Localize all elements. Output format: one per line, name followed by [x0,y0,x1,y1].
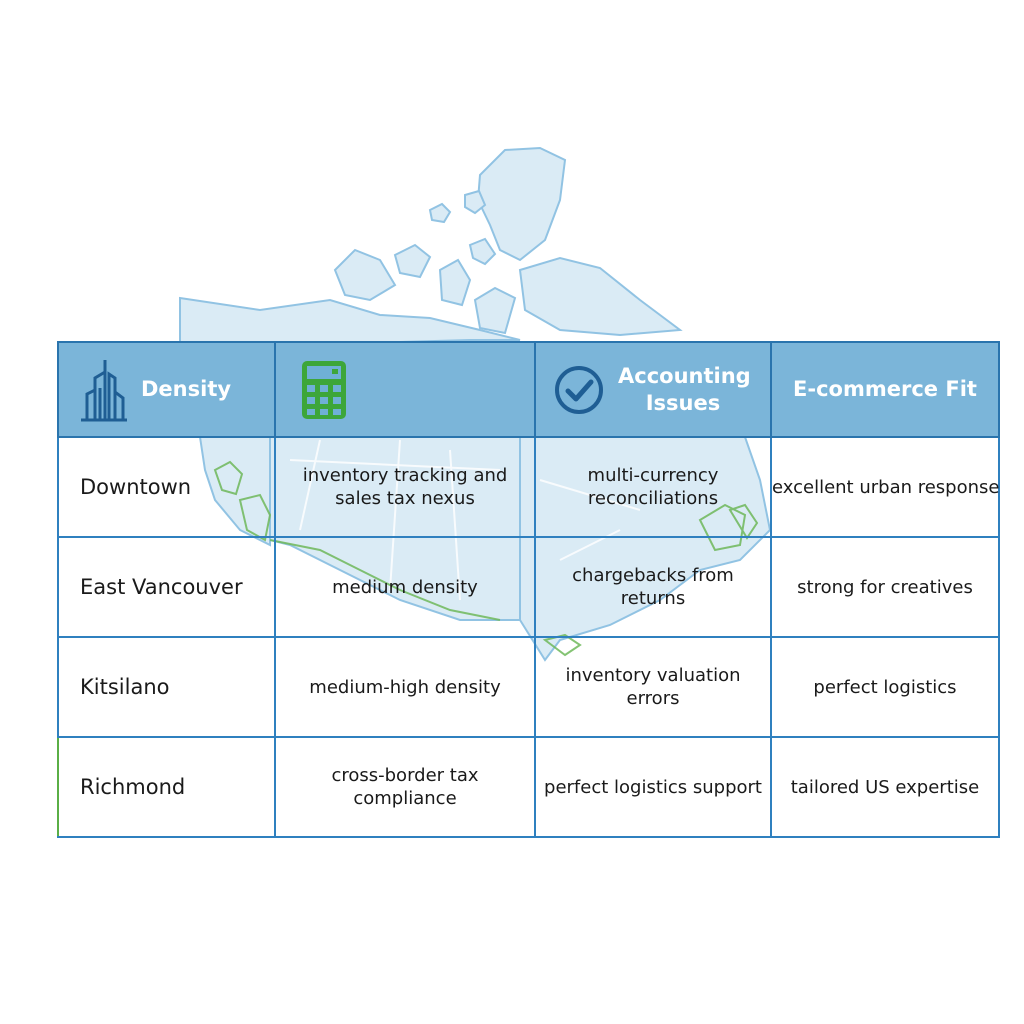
header-label: E-commerce Fit [793,377,977,401]
table-cell: inventory valuation errors [534,636,772,738]
table-cell: perfect logistics [770,636,1000,738]
area-cell: Downtown [57,436,276,538]
area-cell: East Vancouver [57,536,276,638]
header-accounting-issues: Accounting Issues [534,341,772,438]
table-row: Richmond cross-border tax compliance per… [57,736,1000,838]
header-density: Density [57,341,276,438]
table-cell: inventory tracking and sales tax nexus [274,436,536,538]
table-cell: tailored US expertise [770,736,1000,838]
table-row: Kitsilano medium-high density inventory … [57,636,1000,738]
comparison-table-container: Density [57,341,1000,838]
table-cell: strong for creatives [770,536,1000,638]
comparison-table: Density [57,341,1000,838]
table-cell: cross-border tax compliance [274,736,536,838]
table-row: East Vancouver medium density chargeback… [57,536,1000,638]
city-buildings-icon [81,359,127,421]
table-row: Downtown inventory tracking and sales ta… [57,436,1000,538]
table-cell: excellent urban response [770,436,1000,538]
table-cell: medium density [274,536,536,638]
header-row: Density [57,341,1000,438]
table-cell: perfect logistics support [534,736,772,838]
calculator-icon [302,360,346,419]
header-label: Accounting Issues [618,363,751,415]
header-label: Density [141,377,232,401]
table-cell: multi-currency reconciliations [534,436,772,538]
area-cell: Richmond [57,736,276,838]
header-ecommerce-fit: E-commerce Fit [770,341,1000,438]
check-circle-icon [555,365,603,414]
area-cell: Kitsilano [57,636,276,738]
header-calculator [274,341,536,438]
table-cell: medium-high density [274,636,536,738]
table-cell: chargebacks from returns [534,536,772,638]
